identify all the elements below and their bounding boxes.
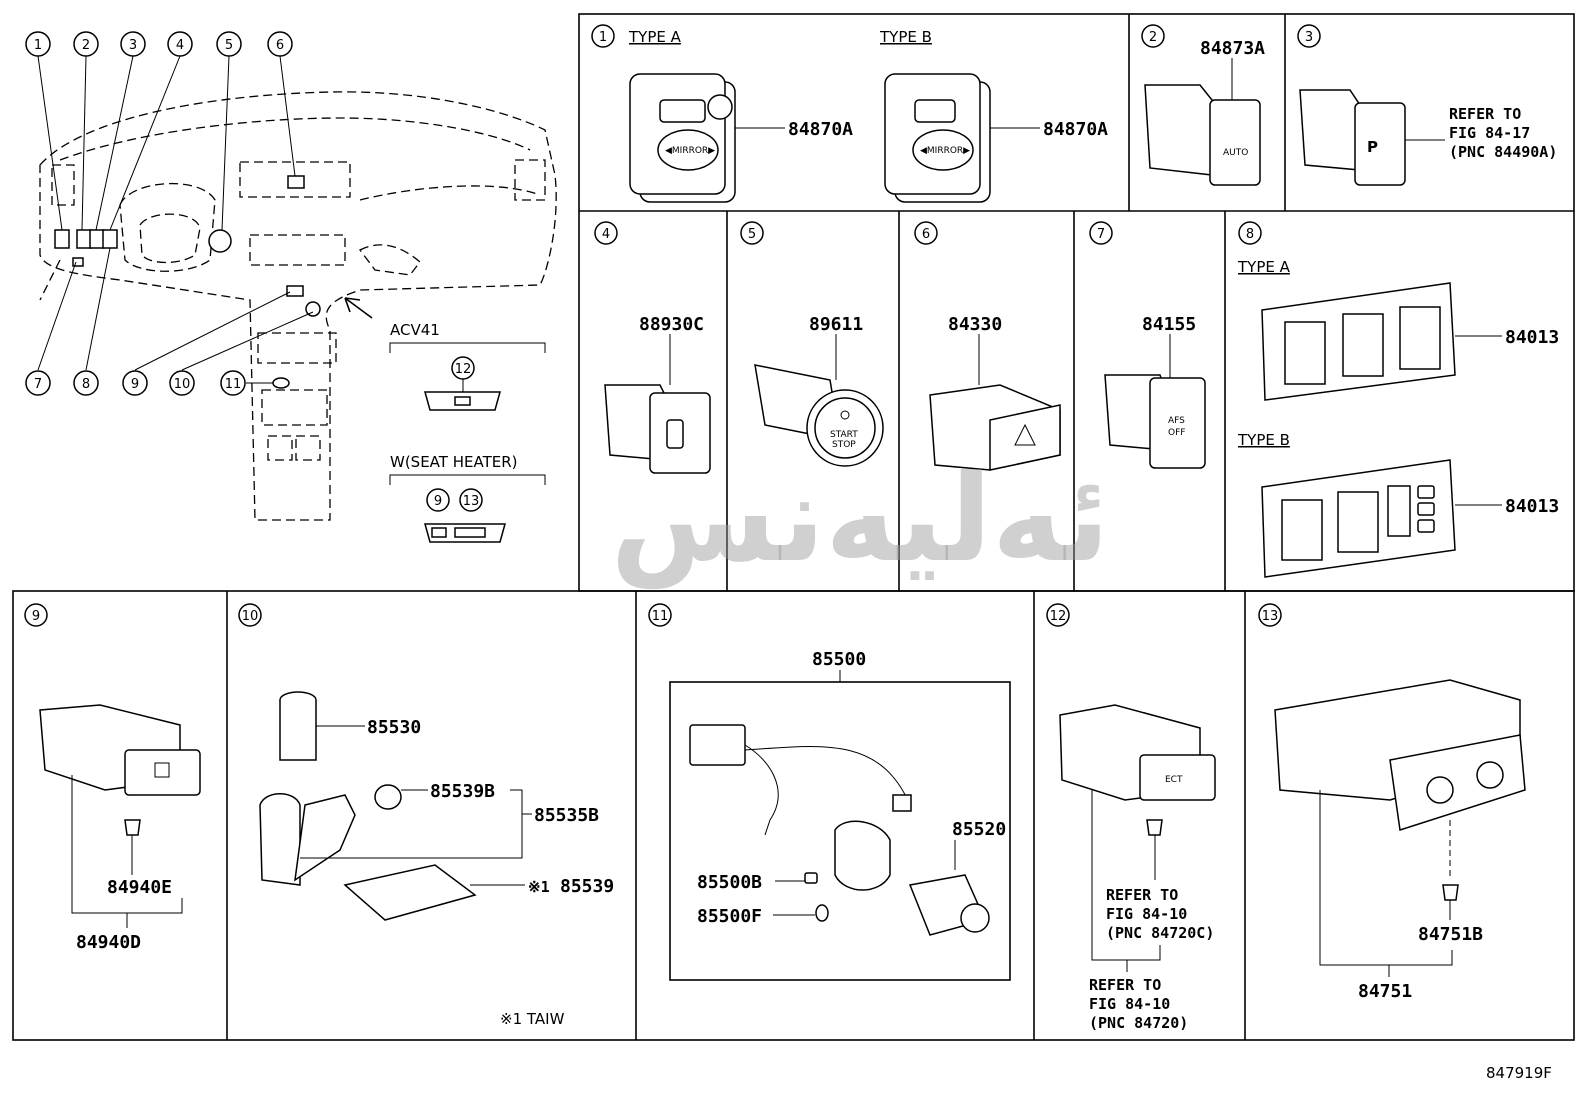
panel-3-note-3: (PNC 84490A) [1449,143,1557,161]
panel-9-part-top: 84940E [107,877,172,898]
panel-10-socket: 10 85530 85539B 85535B ※1 85539 ※1 TAIW [238,603,614,1028]
panel-1-number: 1 [599,30,607,45]
panel-12-note-b-3: (PNC 84720) [1089,1014,1188,1032]
panel-6-part: 84330 [948,314,1002,335]
panel-1-part-a: 84870A [788,119,853,140]
panel-6-hazard-switch: 6 84330 [914,221,1061,471]
panel-10-number: 10 [242,609,259,624]
panel-8-switch-bezel: 8 TYPE A 84013 TYPE B 84013 [1237,221,1559,578]
panel-12-ect-text: ECT [1165,775,1183,785]
callout-5: 5 [225,38,233,53]
panel-13-part-bottom: 84751 [1358,981,1412,1002]
panel-6-number: 6 [922,227,930,242]
panel-13-seat-heater-control: 13 84751B 84751 [1258,603,1526,1002]
panel-9-seat-heater-switch: 9 84940E 84940D [24,603,201,953]
panel-11-number: 11 [652,609,669,624]
panel-2-auto-switch: 2 84873A AUTO [1141,24,1265,186]
panel-12-number: 12 [1050,609,1067,624]
panel-3-park-switch: 3 P REFER TO FIG 84-17 (PNC 84490A) [1297,24,1557,186]
panel-10-part-85535b: 85535B [534,805,599,826]
panel-5-part: 89611 [809,314,863,335]
callout-8: 8 [82,377,90,392]
panel-5-start-button: 5 89611 START STOP [740,221,884,467]
panel-3-note-1: REFER TO [1449,105,1521,123]
panel-11-part-85520: 85520 [952,819,1006,840]
panel-10-part-85539: 85539 [560,876,614,897]
panel-1-part-b: 84870A [1043,119,1108,140]
panel-11-part-85500f: 85500F [697,906,762,927]
callout-10: 10 [174,377,191,392]
acv41-label: ACV41 [390,321,440,339]
panel-12-note-a-1: REFER TO [1106,886,1178,904]
panel-3-number: 3 [1305,30,1313,45]
panel-1-type-a: TYPE A [628,28,682,46]
panel-8-part-a: 84013 [1505,327,1559,348]
panel-2-auto-text: AUTO [1223,148,1248,158]
acv41-callout: 12 [455,362,472,377]
svg-text:STOP: STOP [832,440,856,450]
panel-2-number: 2 [1149,30,1157,45]
callout-9: 9 [131,377,139,392]
callout-7: 7 [34,377,42,392]
dashboard-overview: 1 2 3 4 5 6 7 8 9 10 11 ACV41 12 W(SEAT … [25,31,557,543]
panel-4-number: 4 [602,227,610,242]
panel-7-afs-switch: 7 84155 AFS OFF [1089,221,1206,469]
panel-13-part-top: 84751B [1418,924,1483,945]
svg-text:◀MIRROR▶: ◀MIRROR▶ [920,146,970,156]
panel-13-number: 13 [1262,609,1279,624]
overview-callouts-bottom: 7 8 9 10 11 [25,370,246,396]
panel-2-part: 84873A [1200,38,1265,59]
callout-4: 4 [176,38,184,53]
panel-11-part-85500b: 85500B [697,872,762,893]
panel-10-mark: ※1 [528,878,550,896]
panel-12-note-b-1: REFER TO [1089,976,1161,994]
panel-8-number: 8 [1246,227,1254,242]
seat-heater-callout-13: 13 [463,494,480,509]
panel-9-part-bottom: 84940D [76,932,141,953]
panel-5-number: 5 [748,227,756,242]
panel-1-type-b: TYPE B [879,28,932,46]
panel-12-note-a-3: (PNC 84720C) [1106,924,1214,942]
panel-10-footnote: ※1 TAIW [500,1010,565,1028]
panel-7-number: 7 [1097,227,1105,242]
panel-9-number: 9 [32,609,40,624]
panel-7-afs-text-1: AFS [1168,416,1185,426]
seat-heater-label: W(SEAT HEATER) [390,453,517,471]
panel-10-part-85539b: 85539B [430,781,495,802]
panel-10-part-85530: 85530 [367,717,421,738]
callout-6: 6 [276,38,284,53]
seat-heater-callout-9: 9 [434,494,442,509]
panel-12-ect-switch: 12 ECT REFER TO FIG 84-10 (PNC 84720C) R… [1046,603,1216,1032]
svg-text:◀MIRROR▶: ◀MIRROR▶ [665,146,715,156]
panel-4-switch: 4 88930C [594,221,711,474]
panel-12-note-a-2: FIG 84-10 [1106,905,1187,923]
callout-1: 1 [34,38,42,53]
svg-text:P: P [1367,138,1378,156]
panel-8-type-a: TYPE A [1237,258,1291,276]
panel-8-part-b: 84013 [1505,496,1559,517]
acv41-inset: ACV41 12 [389,321,546,411]
panel-7-part: 84155 [1142,314,1196,335]
callout-11: 11 [225,377,242,392]
callout-3: 3 [129,38,137,53]
svg-text:START: START [830,430,858,440]
seat-heater-inset: W(SEAT HEATER) 9 13 [389,453,546,543]
panel-11-part-85500: 85500 [812,649,866,670]
panel-11-cigarette-lighter: 11 85500 85520 85500B 85500F [648,603,1011,981]
panel-4-part: 88930C [639,314,704,335]
panel-7-afs-text-2: OFF [1168,428,1185,438]
figure-id: 847919F [1486,1064,1552,1082]
panel-12-note-b-2: FIG 84-10 [1089,995,1170,1013]
panel-8-type-b: TYPE B [1237,431,1290,449]
callout-2: 2 [82,38,90,53]
panel-3-note-2: FIG 84-17 [1449,124,1530,142]
overview-callouts-top: 1 2 3 4 5 6 [25,31,293,57]
panel-grid [12,13,1575,1041]
panel-1-mirror-switch: 1 TYPE A TYPE B ◀MIRROR▶ 84870A ◀MIRROR▶… [591,24,1108,203]
